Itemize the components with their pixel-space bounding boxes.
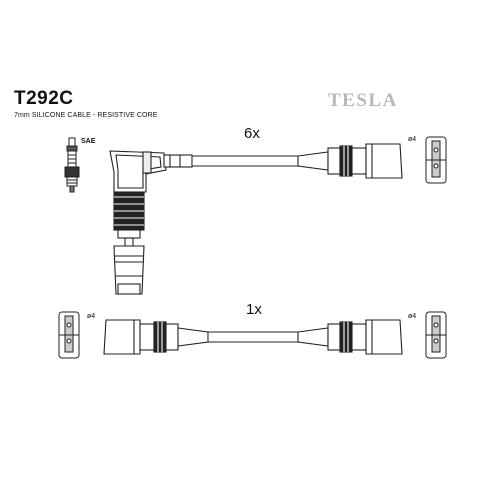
cable-spec: 7mm SILICONE CABLE - RESISTIVE CORE xyxy=(14,112,158,119)
terminal-top-right-icon xyxy=(425,136,447,184)
straight-boot-top-right xyxy=(297,143,403,179)
spark-plug-label: SAE xyxy=(81,138,96,145)
angled-boot-icon xyxy=(109,150,193,295)
bottom-right-diameter-label: ø4 xyxy=(408,313,416,320)
bottom-quantity-label: 1x xyxy=(246,301,262,318)
top-quantity-label: 6x xyxy=(244,125,260,142)
part-number: T292C xyxy=(14,88,74,109)
brand-logo: TESLA xyxy=(328,90,398,111)
terminal-bottom-right-icon xyxy=(425,311,447,359)
bottom-cable xyxy=(207,331,299,343)
straight-boot-bottom-left xyxy=(103,319,209,355)
terminal-bottom-left-icon xyxy=(58,311,80,359)
straight-boot-bottom-right xyxy=(297,319,403,355)
top-cable xyxy=(191,155,299,167)
bottom-left-diameter-label: ø4 xyxy=(87,313,95,320)
top-right-diameter-label: ø4 xyxy=(408,136,416,143)
spark-plug-icon xyxy=(64,137,80,193)
